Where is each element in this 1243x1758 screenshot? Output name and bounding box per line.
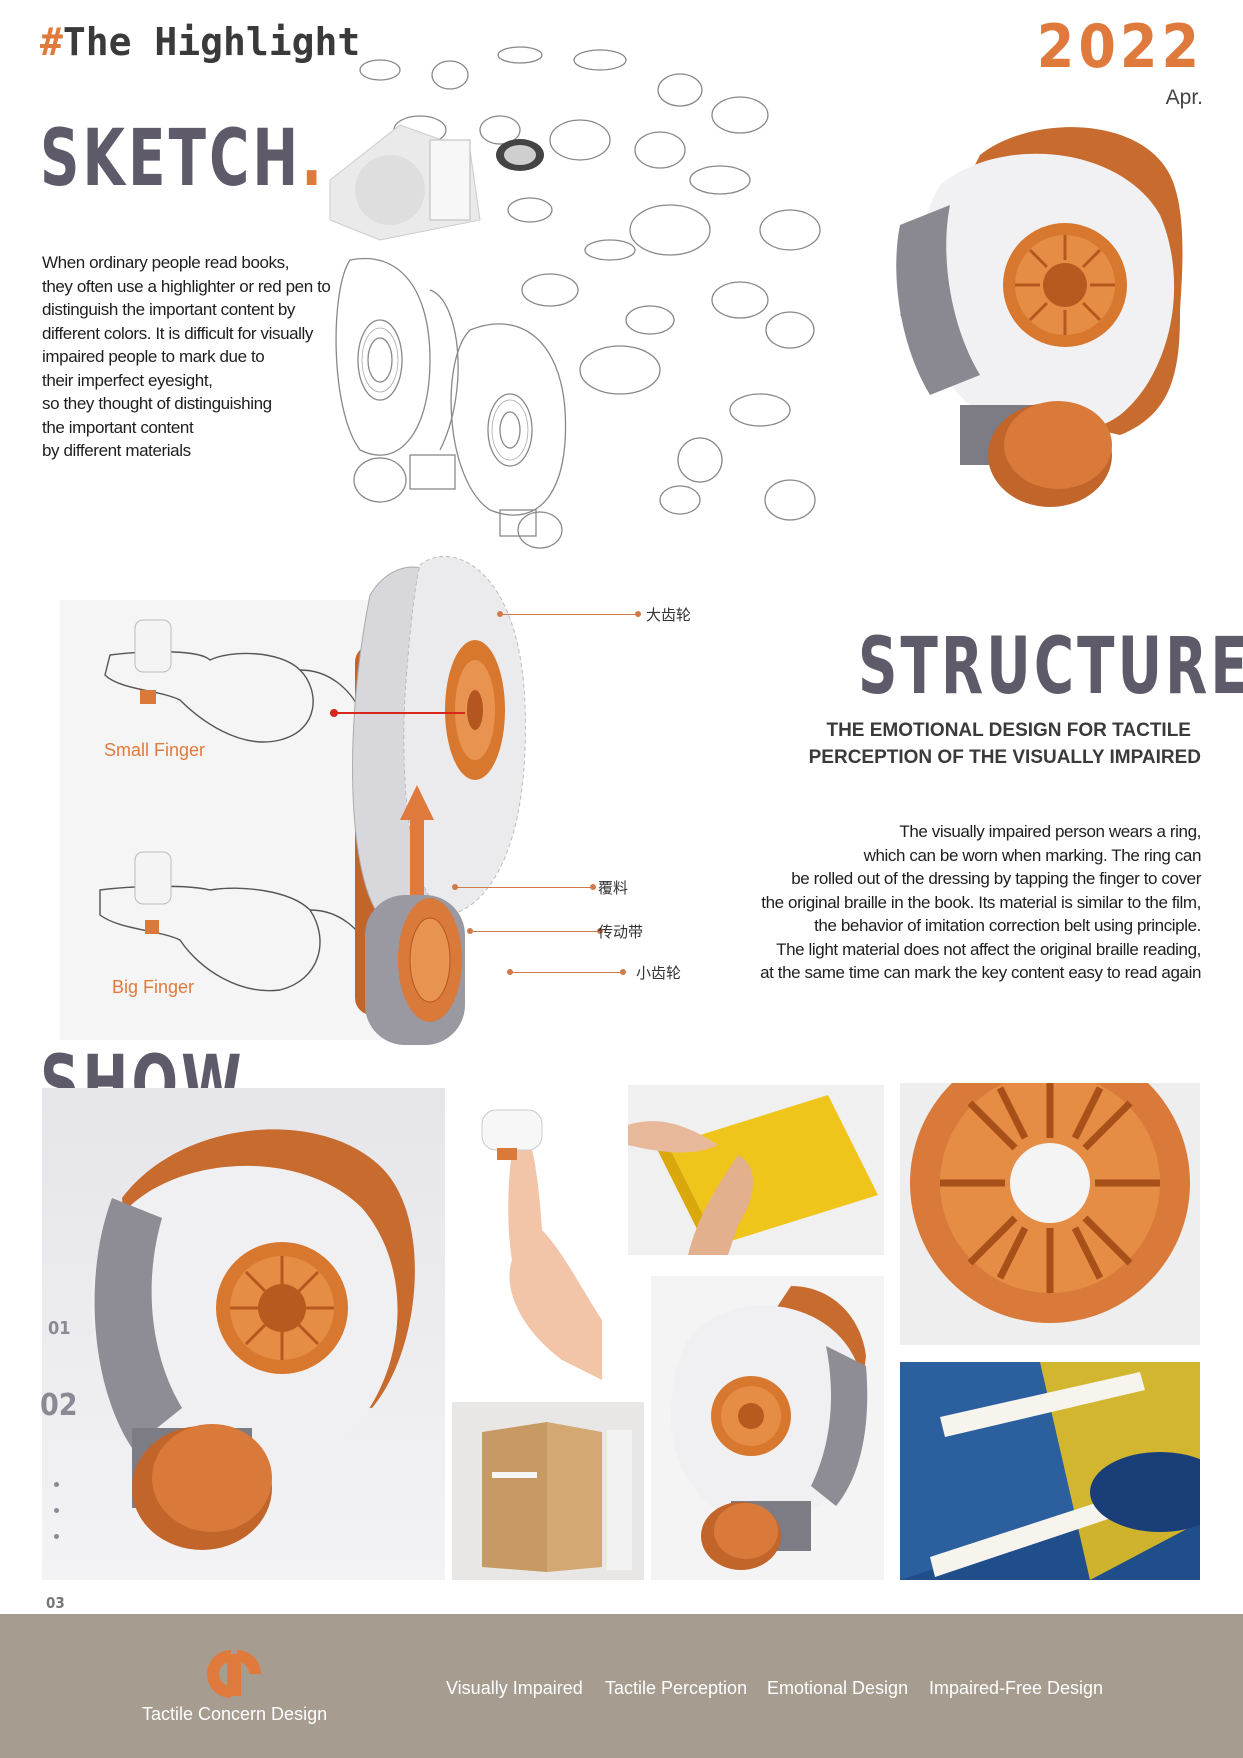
structure-line: be rolled out of the dressing by tapping… (791, 869, 1201, 888)
render-large-image (91, 1129, 415, 1550)
sketch-line: When ordinary people read books, (42, 253, 290, 272)
product-render-main (896, 127, 1183, 507)
callout-small-gear: 小齿轮 (636, 965, 682, 982)
callout-line-belt (467, 928, 603, 934)
structure-subtitle: THE EMOTIONAL DESIGN FOR TACTILE PERCEPT… (809, 717, 1201, 771)
dot-indicator (54, 1482, 59, 1487)
highlighter-device-image (329, 124, 481, 241)
show-number-01: 01 (48, 1318, 71, 1339)
sketch-paragraph: When ordinary people read books, they of… (42, 251, 342, 463)
big-finger-label: Big Finger (112, 977, 195, 997)
header-title-text: The Highlight (62, 20, 361, 64)
show-photo-braille-book (628, 1085, 884, 1255)
sketch-heading-text: SKETCH (40, 114, 302, 204)
structure-line: The visually impaired person wears a rin… (899, 822, 1201, 841)
sketch-line: so they thought of distinguishing (42, 394, 272, 413)
footer-tag-impaired-free-design: Impaired-Free Design (929, 1678, 1104, 1698)
show-number-02: 02 (40, 1388, 78, 1423)
show-photo-gear-closeup (900, 1083, 1200, 1345)
footer-bar: Tactile Concern Design Visually Impaired… (0, 1614, 1243, 1758)
structure-subtitle-line1: THE EMOTIONAL DESIGN FOR TACTILE (826, 720, 1191, 741)
sketch-line: by different materials (42, 441, 191, 460)
dot-indicator (54, 1534, 59, 1539)
sketch-line: they often use a highlighter or red pen … (42, 276, 331, 296)
brand-name: Tactile Concern Design (142, 1704, 328, 1724)
sketch-heading-dot: . (301, 114, 326, 204)
callout-belt: 传动带 (598, 924, 644, 941)
sketch-line: their imperfect eyesight, (42, 370, 213, 390)
callout-coating: 覆料 (598, 880, 629, 897)
structure-heading: STRUCTURE. (858, 626, 1243, 708)
structure-line: the behavior of imitation correction bel… (814, 916, 1201, 935)
sketch-line: the important content (42, 417, 194, 437)
braille-book-image (628, 1095, 878, 1255)
header-title: #The Highlight (40, 20, 360, 64)
gear-closeup-image (910, 1083, 1190, 1323)
show-photo-render-large (42, 1088, 445, 1580)
show-photo-finger-ring (452, 1090, 635, 1390)
sketch-line: distinguish the important content by (42, 300, 296, 319)
show-photo-render-small (651, 1276, 884, 1580)
small-finger-label: Small Finger (104, 740, 206, 760)
structure-line: at the same time can mark the key conten… (760, 963, 1201, 982)
structure-line: the original braille in the book. Its ma… (761, 892, 1201, 912)
footer-tag-emotional-design: Emotional Design (767, 1678, 909, 1698)
brand-logo-icon (207, 1650, 261, 1698)
show-dots (54, 1482, 60, 1539)
hash-symbol: # (40, 20, 63, 64)
sketch-line: different colors. It is difficult for vi… (42, 323, 314, 343)
sketch-line: impaired people to mark due to (42, 347, 265, 366)
dot-indicator (54, 1508, 59, 1513)
gear-assembly-diagram (330, 556, 526, 1045)
show-number-03: 03 (46, 1594, 65, 1612)
show-photo-braille-tape (900, 1362, 1200, 1580)
footer-tag-visually-impaired: Visually Impaired (446, 1678, 583, 1698)
finger-illustration-panel (60, 600, 400, 1040)
month-label: Apr. (1165, 86, 1203, 109)
callout-line-small-gear (507, 969, 626, 975)
footer-tag-tactile-perception: Tactile Perception (605, 1678, 748, 1698)
finger-ring-image (481, 1109, 602, 1380)
callout-line-big-gear (497, 611, 641, 617)
structure-paragraph: The visually impaired person wears a rin… (731, 820, 1201, 985)
open-book-image (482, 1422, 632, 1572)
finger-drawings (99, 619, 371, 992)
structure-heading-text: STRUCTURE (858, 622, 1243, 712)
render-small-image (671, 1286, 868, 1570)
callout-line-coating (452, 884, 596, 890)
structure-subtitle-line2: PERCEPTION OF THE VISUALLY IMPAIRED (808, 747, 1201, 768)
sketch-heading: SKETCH. (40, 118, 325, 200)
sketch-drawings (335, 46, 821, 549)
braille-tape-image (900, 1362, 1200, 1580)
structure-line: which can be worn when marking. The ring… (863, 845, 1202, 865)
show-photo-open-book (452, 1402, 644, 1580)
year-label: 2022 (1036, 12, 1203, 82)
callout-big-gear: 大齿轮 (646, 607, 692, 624)
structure-line: The light material does not affect the o… (776, 939, 1201, 959)
